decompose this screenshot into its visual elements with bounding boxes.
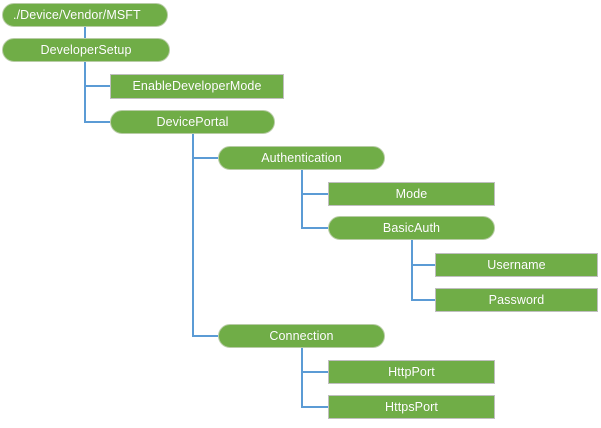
node-label-connection: Connection <box>269 328 334 343</box>
node-label-username: Username <box>487 257 546 272</box>
connector-deviceportal-to-authentication <box>192 134 218 159</box>
node-httpport[interactable]: HttpPort <box>328 360 495 384</box>
node-mode[interactable]: Mode <box>328 182 495 206</box>
node-enabledevelopermode[interactable]: EnableDeveloperMode <box>110 74 284 99</box>
connector-connection-to-httpsport <box>301 348 328 408</box>
node-basicauth[interactable]: BasicAuth <box>328 216 495 240</box>
node-label-authentication: Authentication <box>261 150 342 165</box>
node-label-basicauth: BasicAuth <box>382 220 441 235</box>
node-deviceportal[interactable]: DevicePortal <box>110 110 275 134</box>
connector-developersetup-to-enabledevelopermode <box>84 62 110 87</box>
connector-deviceportal-to-connection <box>192 134 218 337</box>
node-label-httpport: HttpPort <box>388 364 435 379</box>
node-label-deviceportal: DevicePortal <box>156 114 229 129</box>
connector-basicauth-to-username <box>411 240 435 266</box>
node-httpsport[interactable]: HttpsPort <box>328 395 495 419</box>
node-username[interactable]: Username <box>435 253 598 277</box>
node-developersetup[interactable]: DeveloperSetup <box>2 38 170 62</box>
node-label-developersetup: DeveloperSetup <box>40 42 132 57</box>
connector-authentication-to-mode <box>301 170 328 195</box>
node-password[interactable]: Password <box>435 288 598 312</box>
node-label-root: ./Device/Vendor/MSFT <box>13 7 141 22</box>
node-label-enabledevelopermode: EnableDeveloperMode <box>132 79 262 94</box>
node-label-httpsport: HttpsPort <box>385 399 438 414</box>
node-authentication[interactable]: Authentication <box>218 146 385 170</box>
node-root[interactable]: ./Device/Vendor/MSFT <box>2 3 168 27</box>
node-connection[interactable]: Connection <box>218 324 385 348</box>
connector-authentication-to-basicauth <box>301 170 328 229</box>
connector-basicauth-to-password <box>411 240 435 301</box>
connector-connection-to-httpport <box>301 348 328 373</box>
connector-developersetup-to-deviceportal <box>84 62 110 123</box>
node-label-password: Password <box>488 292 545 307</box>
node-label-mode: Mode <box>395 186 428 201</box>
